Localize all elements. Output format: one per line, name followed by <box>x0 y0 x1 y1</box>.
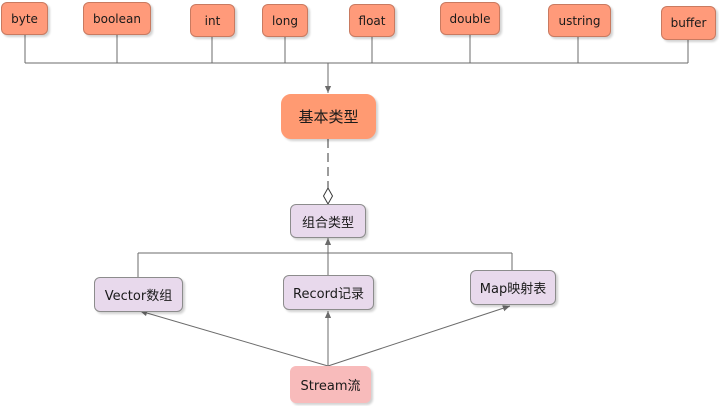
stream-connectors <box>139 305 511 367</box>
type-boolean: boolean <box>83 2 151 35</box>
type-double: double <box>440 2 500 35</box>
map-node: Map映射表 <box>470 270 556 305</box>
composite-connectors <box>137 238 513 277</box>
type-long: long <box>262 4 308 37</box>
aggregation-connector <box>322 139 334 206</box>
composite-type-node: 组合类型 <box>290 204 366 238</box>
primitive-connectors <box>24 35 689 93</box>
type-float: float <box>349 4 395 37</box>
type-int: int <box>190 4 235 37</box>
stream-node: Stream流 <box>290 366 371 403</box>
type-byte: byte <box>1 2 48 35</box>
aggregation-diamond <box>322 186 334 206</box>
basic-type-node: 基本类型 <box>281 94 376 139</box>
stream-to-vector-arrow <box>139 309 329 367</box>
type-ustring: ustring <box>548 4 611 37</box>
type-buffer: buffer <box>661 6 716 40</box>
vector-node: Vector数组 <box>94 277 183 312</box>
record-node: Record记录 <box>283 275 374 310</box>
stream-to-map-arrow <box>327 305 511 367</box>
